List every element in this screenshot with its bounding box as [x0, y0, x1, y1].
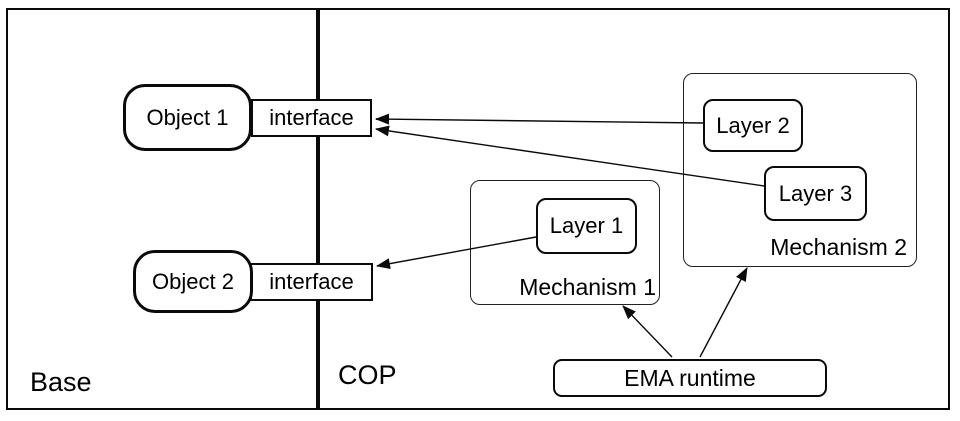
- object-2-node: Object 2: [133, 250, 253, 313]
- ema-runtime-node: EMA runtime: [553, 359, 827, 397]
- object-2-interface-label: interface: [269, 269, 354, 294]
- layer-2-label: Layer 2: [716, 112, 790, 138]
- object-1-node: Object 1: [123, 84, 252, 151]
- object-2-label: Object 2: [152, 268, 234, 294]
- layer-2-node: Layer 2: [703, 99, 803, 152]
- mechanism-1-label: Mechanism 1: [519, 274, 656, 300]
- layer-3-node: Layer 3: [764, 166, 867, 221]
- layer-1-label: Layer 1: [549, 213, 624, 238]
- mechanism-2-label: Mechanism 2: [770, 234, 907, 260]
- object-1-interface-node: interface: [251, 99, 372, 137]
- object-2-interface-node: interface: [250, 263, 373, 301]
- cop-region-label: COP: [338, 360, 397, 390]
- base-region-label: Base: [30, 367, 92, 397]
- ema-runtime-label: EMA runtime: [624, 364, 756, 391]
- layer-3-label: Layer 3: [778, 180, 853, 206]
- layer-1-node: Layer 1: [536, 198, 637, 254]
- object-1-label: Object 1: [146, 104, 229, 130]
- object-1-interface-label: interface: [269, 105, 354, 130]
- base-cop-divider-line: [316, 8, 320, 410]
